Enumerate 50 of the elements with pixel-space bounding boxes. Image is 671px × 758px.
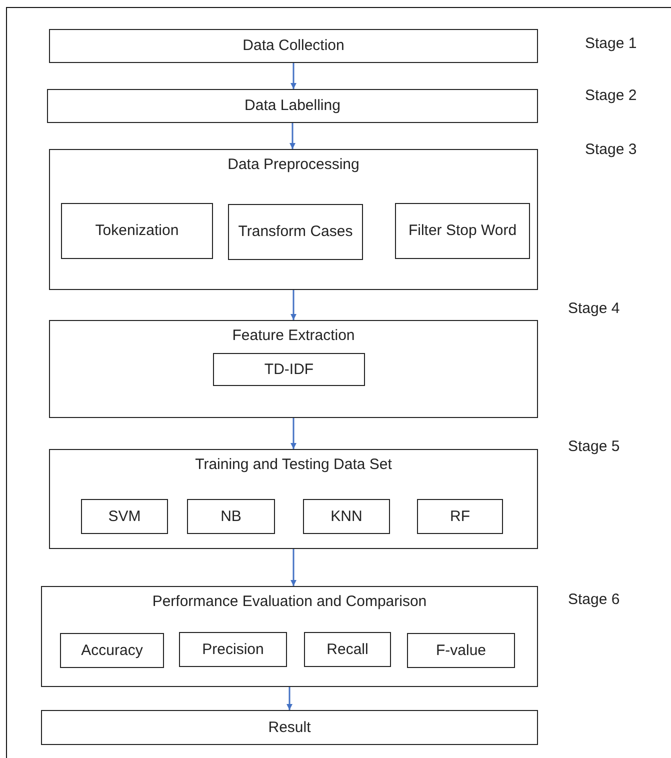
box-label: Data Collection: [242, 36, 346, 56]
panel-heading: Feature Extraction: [231, 326, 356, 346]
box-label: Precision: [201, 640, 265, 660]
process-box: [304, 632, 391, 667]
box-label: Accuracy: [80, 640, 144, 660]
process-box: [303, 499, 390, 534]
arrow: [290, 290, 296, 320]
arrow: [290, 418, 296, 449]
stage-label: Stage 4: [568, 299, 620, 319]
stage-panel: [41, 586, 538, 687]
stage-label: Stage 6: [568, 590, 620, 610]
box-label: Recall: [326, 640, 370, 660]
process-box: [417, 499, 503, 534]
process-box: [60, 633, 164, 668]
process-box: [47, 89, 538, 123]
process-box: [213, 353, 365, 386]
process-box: [407, 633, 515, 668]
box-label: KNN: [330, 506, 364, 526]
stage-label: Stage 2: [585, 86, 637, 106]
process-box: [49, 29, 538, 63]
arrow: [286, 687, 292, 710]
arrow: [290, 123, 296, 149]
box-label: RF: [449, 506, 471, 526]
stage-panel: [49, 449, 538, 549]
panel-heading: Data Preprocessing: [226, 155, 360, 175]
process-box: [187, 499, 275, 534]
box-label: Result: [267, 718, 312, 738]
process-box: [41, 710, 538, 745]
stage-panel: [49, 320, 538, 418]
panel-heading: Training and Testing Data Set: [194, 455, 393, 475]
stage-label: Stage 5: [568, 437, 620, 457]
box-label: Tokenization: [94, 221, 180, 241]
stage-label: Stage 3: [585, 140, 637, 160]
panel-heading: Performance Evaluation and Comparison: [151, 592, 428, 612]
process-box: [395, 203, 530, 259]
process-box: [81, 499, 168, 534]
box-label: Filter Stop Word: [407, 221, 518, 241]
process-box: [61, 203, 213, 259]
arrow: [290, 63, 296, 89]
process-box: [179, 632, 287, 667]
stage-label: Stage 1: [585, 34, 637, 54]
arrow: [290, 549, 296, 586]
stage-panel: [49, 149, 538, 290]
box-label: Data Labelling: [244, 96, 342, 116]
box-label: TD-IDF: [263, 360, 315, 380]
box-label: NB: [220, 506, 242, 526]
box-label: SVM: [107, 506, 142, 526]
box-label: Transform Cases: [237, 222, 354, 242]
box-label: F-value: [434, 640, 488, 660]
process-box: [228, 204, 363, 260]
